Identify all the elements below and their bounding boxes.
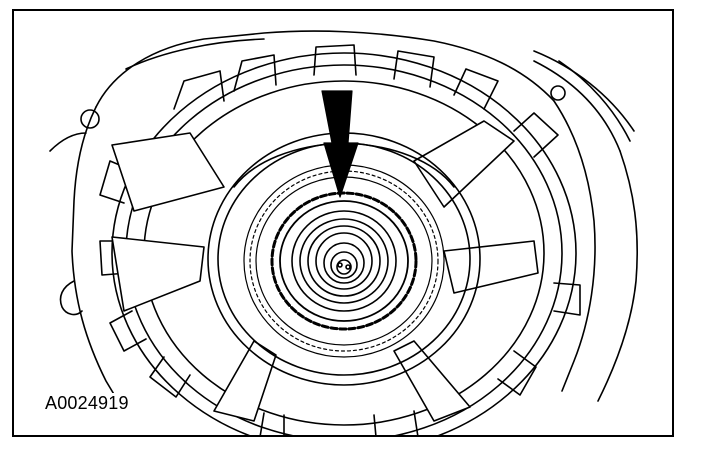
callout-arrow xyxy=(321,90,359,198)
figure-frame: A0024919 xyxy=(12,9,674,437)
ring-tabs xyxy=(99,44,581,435)
transmission-assembly-illustration xyxy=(49,30,638,435)
figure-id-label: A0024919 xyxy=(43,393,131,414)
outer-housing xyxy=(49,30,638,412)
sun-gear xyxy=(270,191,418,331)
